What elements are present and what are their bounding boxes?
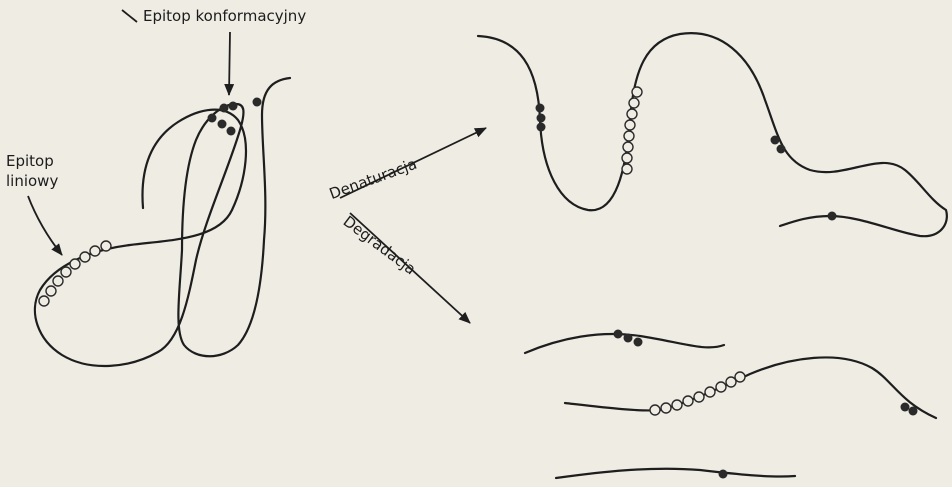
conformational-epitope-label: Epitop konformacyjny [143, 8, 306, 25]
linear-epitope-pointer [28, 196, 62, 255]
decorative-stroke [122, 10, 137, 22]
denatured-dots [536, 104, 837, 221]
linear-epitope-rings [39, 241, 111, 306]
denatured-protein-chain [478, 33, 947, 236]
degradation-fragment-2 [565, 357, 936, 418]
fragment-1-dots [614, 330, 643, 347]
fragment-2-dots [901, 403, 918, 416]
degradation-fragment-3 [556, 469, 795, 478]
linear-epitope-label-line1: Epitop [6, 153, 54, 170]
conformational-epitope-pointer [229, 32, 230, 95]
fragment-3-dots [719, 470, 728, 479]
linear-epitope-label-line2: liniowy [6, 173, 58, 190]
native-protein-chain [35, 78, 290, 366]
fragment-2-rings [650, 372, 745, 415]
denatured-linear-epitope-rings [622, 87, 642, 174]
